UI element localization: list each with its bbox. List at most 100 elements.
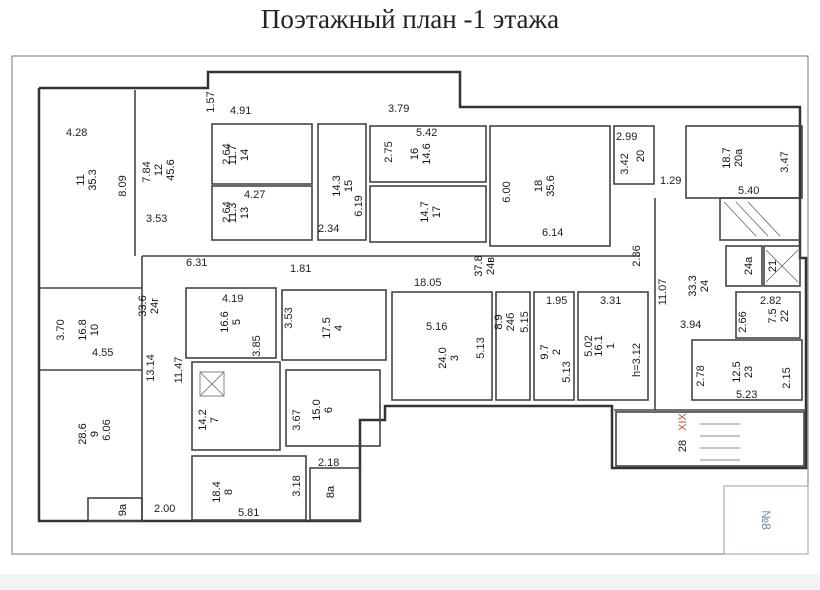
scan-strip [0,574,820,590]
dim: 5.42 [416,127,437,139]
room-8: 8 [223,489,235,495]
room-24v-area: 37.8 [473,255,485,276]
room-20a: 20а [733,148,745,167]
dim: 4.55 [92,347,113,359]
room-20a-area: 18.7 [721,147,733,168]
room-7: 7 [209,417,221,423]
room-5-area: 16.6 [219,311,231,332]
dim: 2.64 [221,201,233,222]
room-4: 4 [333,325,345,331]
room-17-area: 14.7 [419,201,431,222]
dim: 2.99 [616,131,637,143]
room-3: 3 [449,355,461,361]
dim: 1.95 [546,295,567,307]
room-24b-area: 8.9 [493,314,505,329]
room-5: 5 [231,319,243,325]
dim: 3.47 [779,151,791,172]
room-8a: 8а [325,485,337,498]
room-18-area: 35.6 [545,175,557,196]
dim: 3.85 [251,335,263,356]
room-24g: 24г [149,298,161,314]
dim: 5.13 [475,337,487,358]
room-4-area: 17.5 [321,317,333,338]
dim: 2.78 [695,365,707,386]
dim: 6.06 [101,419,113,440]
dim: 8.09 [117,175,129,196]
room-10-area: 16.8 [77,319,89,340]
dim: 4.91 [230,105,251,117]
dim: 4.19 [222,293,243,305]
room-17: 17 [431,206,443,218]
stamp-number: №8 [759,510,773,530]
room-16-area: 14.6 [421,143,433,164]
room-2-area: 9.7 [539,344,551,359]
stair-hatch [199,201,799,461]
dim: 5.02 [583,335,595,356]
dim: 2.15 [781,367,793,388]
room-20: 20 [635,150,647,162]
dim: 5.15 [519,311,531,332]
room-24g-area: 33.6 [137,295,149,316]
dim: 6.19 [353,195,365,216]
room-22: 22 [779,310,791,322]
room-9: 9 [89,431,101,437]
dim: 5.16 [426,321,447,333]
room-8-area: 18.4 [211,481,223,502]
room-12: 12 [153,164,165,176]
dim: 1.81 [290,263,311,275]
room-22-area: 7.5 [767,308,779,323]
dim: 1.57 [205,91,217,112]
dim: 2.18 [318,457,339,469]
dim: 4.28 [66,127,87,139]
room-7-area: 14.2 [197,409,209,430]
dim: 3.53 [146,213,167,225]
dim: 7.84 [141,161,153,182]
dim: 3.42 [619,153,631,174]
room-14-area: 11.7 [227,145,239,166]
room-23: 23 [743,366,755,378]
dim: 2.66 [737,311,749,332]
room-24a: 24а [743,256,755,275]
room-13-area: 11.3 [227,203,239,224]
room-12-area: 45.6 [165,159,177,180]
room-11-area: 35.3 [87,169,99,190]
dim: 5.81 [238,507,259,519]
room-6-area: 15.0 [311,399,323,420]
room-24-area: 33.3 [687,275,699,296]
dim: 3.79 [388,103,409,115]
dim: 2.36 [631,245,643,266]
room-6: 6 [323,407,335,413]
dim: h=3.12 [631,343,643,377]
dim: 2.64 [221,143,233,164]
roman-marker: XIX [677,412,689,430]
room-24: 24 [699,280,711,292]
dim: 3.18 [291,475,303,496]
room-labels: 11 35.3 12 45.6 14 11.7 13 11.3 15 14.3 … [75,143,791,516]
sheet-border [11,55,809,555]
room-1-area: 16.1 [593,335,605,356]
room-24b: 24б [505,313,517,332]
dim: 2.00 [154,503,175,515]
dim: 2.82 [760,295,781,307]
dim: 6.14 [542,227,563,239]
page-title: Поэтажный план -1 этажа [260,4,560,34]
stamp-box [723,485,809,555]
room-11: 11 [75,174,87,185]
room-18: 18 [533,180,545,192]
outer-walls [37,70,808,523]
room-10: 10 [89,324,101,336]
room-24v: 24в [485,257,497,275]
dim: 2.34 [318,223,339,235]
dim: 6.31 [186,257,207,269]
dim: 5.40 [738,185,759,197]
dimension-labels: 1.57 4.91 3.79 4.28 8.09 7.84 3.53 2.64 … [55,91,793,519]
room-9a: 9а [117,503,129,516]
room-15: 15 [343,180,355,192]
dim: 3.31 [600,295,621,307]
room-2: 2 [551,349,563,355]
dim: 3.53 [283,307,295,328]
dim: 3.67 [291,409,303,430]
room-14: 14 [239,149,251,161]
interior-walls [39,90,806,522]
